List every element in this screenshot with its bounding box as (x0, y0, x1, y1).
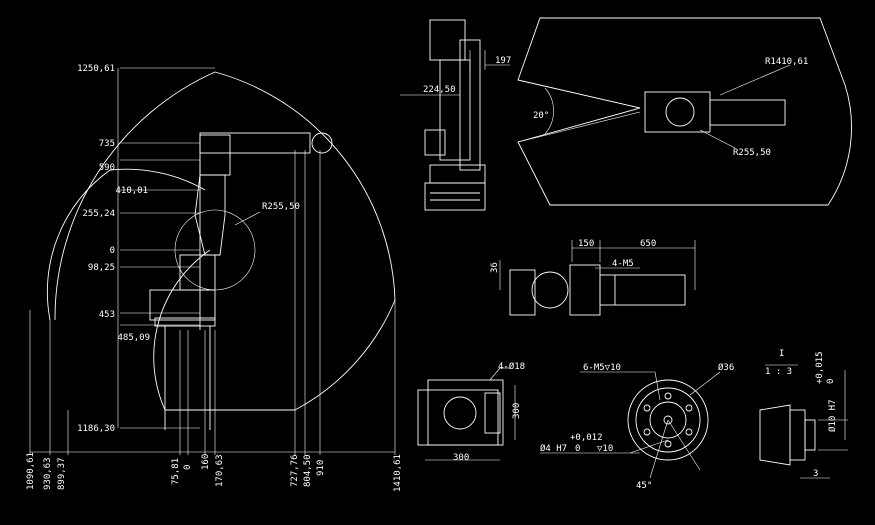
dim-910: 910 (316, 460, 326, 476)
dim-1250: 1250,61 (77, 64, 115, 74)
side-radius-label: R255,50 (262, 202, 300, 212)
dim-98: 98,25 (88, 263, 115, 273)
flange-side-view: I 1 : 3 Ø10 H7 +0,015 0 3 (759, 349, 848, 479)
base-view: 4-Ø18 300 300 (417, 361, 525, 463)
robot-arm (149, 132, 333, 330)
vertical-dim-lines (117, 67, 215, 429)
side-view: 1250,61 735 590 410,01 255,24 0 98,25 45… (26, 64, 403, 492)
flange-side-tol-upper: +0,015 (815, 351, 825, 384)
flange-side-depth: 3 (813, 469, 818, 479)
wrist-view: 150 650 36 4-M5 (490, 239, 696, 316)
wrist-thread: 4-M5 (612, 259, 634, 269)
wrist-dim-150: 150 (578, 239, 594, 249)
flange-view: 6-M5▽10 Ø36 Ø4 H7 +0,012 0 ▽10 45° (540, 362, 734, 491)
front-view: 224,50 197 (400, 19, 511, 211)
dim-410: 410,01 (115, 186, 148, 196)
scale-top: I (779, 349, 784, 359)
flange-depth: ▽10 (597, 444, 613, 454)
top-view: R1410,61 R255,50 20° (517, 17, 852, 206)
dim-735: 735 (99, 139, 115, 149)
bottom-extension-lines (29, 150, 396, 455)
flange-tol-lower: 0 (575, 444, 580, 454)
inner-envelope (46, 168, 206, 321)
flange-diameter: Ø36 (718, 362, 734, 373)
dim-899: 899,37 (57, 457, 67, 490)
flange-threads: 6-M5▽10 (583, 363, 621, 373)
dim-590: 590 (99, 163, 115, 173)
dim-453: 453 (99, 310, 115, 320)
dim-727: 727,76 (290, 454, 300, 487)
dim-170: 170,63 (215, 454, 225, 487)
dim-1090: 1090,61 (26, 452, 36, 490)
dim-485: 485,09 (117, 333, 150, 343)
flange-side-tol-lower: 0 (826, 379, 836, 384)
dim-0: 0 (110, 246, 115, 256)
flange-tol-upper: +0,012 (570, 433, 603, 443)
base-holes: 4-Ø18 (498, 361, 525, 372)
flange-bore: Ø10 H7 (827, 399, 838, 432)
wrist-dim-650: 650 (640, 239, 656, 249)
dim-1186: 1186,30 (77, 424, 115, 434)
flange-pin: Ø4 H7 (540, 443, 567, 454)
dim-255: 255,24 (82, 209, 115, 219)
base-width: 300 (453, 453, 469, 463)
bottom-dims: 1090,61 930,63 899,37 75,81 0 160 170,63… (26, 452, 403, 492)
dim-1410: 1410,61 (393, 454, 403, 492)
dim-75: 75,81 (171, 458, 181, 485)
front-dim-197: 197 (495, 56, 511, 66)
wrist-dim-36: 36 (490, 262, 500, 273)
flange-outer (627, 379, 709, 461)
dim-804: 804,50 (303, 454, 313, 487)
outer-envelope (54, 71, 396, 411)
dim-0b: 0 (183, 465, 193, 470)
top-inner-radius: R255,50 (733, 148, 771, 158)
base-height: 300 (512, 403, 522, 419)
dim-930: 930,63 (43, 457, 53, 490)
top-outer-radius: R1410,61 (765, 57, 808, 67)
top-view-robot (644, 91, 786, 133)
base-pedestal (154, 317, 216, 430)
top-angle: 20° (533, 111, 549, 121)
flange-holes (643, 392, 693, 448)
front-dim-224: 224,50 (423, 85, 456, 95)
flange-angle: 45° (636, 481, 652, 491)
dim-160: 160 (201, 454, 211, 470)
scale: 1 : 3 (765, 367, 792, 377)
